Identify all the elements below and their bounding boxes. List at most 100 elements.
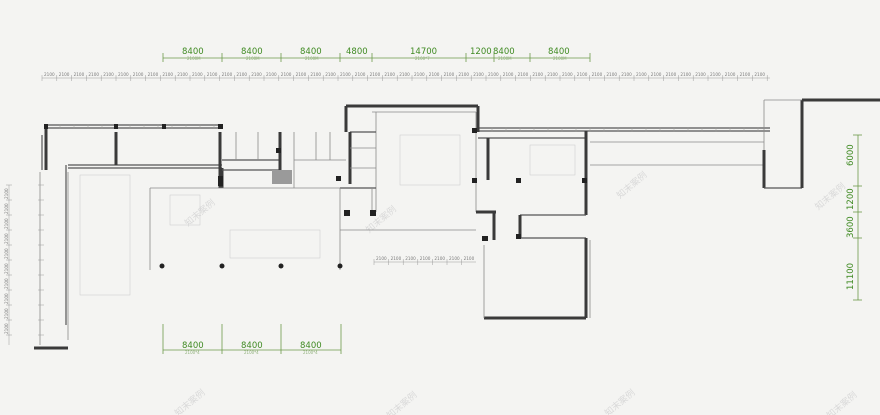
grid-spacing-label: 2100 (251, 72, 262, 77)
grid-spacing-label: 2100 (192, 72, 203, 77)
grid-spacing-label: 2100 (592, 72, 603, 77)
grid-spacing-label: 2100 (740, 72, 751, 77)
dim-sub-label: 2100M (187, 56, 201, 61)
dim-label: 14700 (410, 47, 437, 57)
grid-spacing-label: 2100 (118, 72, 129, 77)
watermark: 知末案例 (813, 180, 848, 212)
dim-sub-label: 2100M (498, 56, 512, 61)
grid-spacing-label: 2100 (177, 72, 188, 77)
grid-spacing-label: 2100 (74, 72, 85, 77)
grid-spacing-label: 2100 (473, 72, 484, 77)
grid-spacing-label: 2100 (577, 72, 588, 77)
dim-sub-label: 2100M (553, 56, 567, 61)
grid-spacing-label: 2100 (162, 72, 173, 77)
grid-spacing-label: 2100 (88, 72, 99, 77)
grid-spacing-label: 2100 (464, 256, 475, 261)
structural-columns (44, 124, 587, 269)
grid-spacing-label: 2100 (621, 72, 632, 77)
watermark: 知末案例 (602, 387, 637, 415)
dim-label: 8400 (182, 341, 204, 351)
watermark: 知末案例 (363, 203, 398, 235)
grid-spacing-label: 2100 (376, 256, 387, 261)
grid-spacing-label: 2100 (133, 72, 144, 77)
dim-sub-label: 2100*4 (303, 350, 318, 355)
grid-spacing-label: 2100 (4, 218, 9, 229)
dim-sub-label: 2100*7 (415, 56, 430, 61)
grid-spacing-label: 2100 (44, 72, 55, 77)
grid-spacing-label: 2100 (355, 72, 366, 77)
grid-spacing-label: 2100 (4, 263, 9, 274)
watermark: 知末案例 (172, 387, 207, 415)
building-walls (34, 98, 880, 350)
grid-spacing-label: 2100 (518, 72, 529, 77)
grid-spacing-label: 2100 (399, 72, 410, 77)
grid-spacing-label: 2100 (414, 72, 425, 77)
grid-spacing-label: 2100 (59, 72, 70, 77)
dim-label: 8400 (241, 47, 263, 57)
grid-spacing-label: 2100 (458, 72, 469, 77)
grid-spacing-label: 2100 (340, 72, 351, 77)
dim-label: 8400 (548, 47, 570, 57)
dim-sub-label: 2100*4 (185, 350, 200, 355)
grid-spacing-label: 2100 (4, 248, 9, 259)
dim-label: 1200 (846, 188, 856, 210)
grid-spacing-label: 2100 (266, 72, 277, 77)
grid-spacing-label: 2100 (695, 72, 706, 77)
grid-spacing-label: 2100 (391, 256, 402, 261)
grid-spacing-label: 2100 (370, 72, 381, 77)
top-dimension-chain: 8400 2100M 8400 2100M 8400 2100M 4800 14… (162, 47, 591, 62)
dim-label: 1200 (470, 47, 492, 57)
grid-spacing-label: 2100 (449, 256, 460, 261)
grid-spacing-label: 2100 (4, 323, 9, 334)
watermark-layer: 知末案例 知末案例 知末案例 知末案例 知末案例 知末案例 知末案例 知末案例 (172, 169, 859, 415)
grid-spacing-label: 2100 (651, 72, 662, 77)
grid-spacing-label: 2100 (4, 278, 9, 289)
grid-spacing-label: 2100 (636, 72, 647, 77)
grid-spacing-label: 2100 (420, 256, 431, 261)
dim-sub-label: 2100M (246, 56, 260, 61)
furniture-layer (79, 134, 576, 296)
grid-spacing-label: 2100 (680, 72, 691, 77)
grid-spacing-label: 2100 (405, 256, 416, 261)
grid-spacing-label: 2100 (4, 188, 9, 199)
dim-label: 8400 (300, 341, 322, 351)
stair-block (272, 170, 292, 184)
grid-spacing-label: 2100 (4, 233, 9, 244)
bottom-dimension-chain: 8400 2100*4 8400 2100*4 8400 2100*4 (162, 324, 342, 355)
grid-spacing-label: 2100 (606, 72, 617, 77)
dim-label: 8400 (182, 47, 204, 57)
grid-spacing-label: 2100 (710, 72, 721, 77)
dim-label: 8400 (300, 47, 322, 57)
grid-spacing-label: 2100 (434, 256, 445, 261)
grid-spacing-label: 2100 (444, 72, 455, 77)
grid-spacing-label: 2100 (532, 72, 543, 77)
watermark: 知末案例 (384, 389, 419, 415)
grid-spacing-label: 2100 (281, 72, 292, 77)
grid-spacing-label: 2100 (503, 72, 514, 77)
grid-spacing-label: 2100 (429, 72, 440, 77)
grid-spacing-label: 2100 (384, 72, 395, 77)
dim-sub-label: 2100*4 (244, 350, 259, 355)
grid-spacing-label: 2100 (4, 308, 9, 319)
grid-spacing-label: 2100 (148, 72, 159, 77)
dim-label: 4800 (346, 47, 368, 57)
grid-spacing-label: 2100 (562, 72, 573, 77)
dim-label: 6000 (846, 144, 856, 166)
dim-label: 3600 (846, 216, 856, 238)
dim-sub-label: 2100M (305, 56, 319, 61)
right-dimension-chain: 6000 1200 3600 11100 (846, 134, 862, 301)
grid-spacing-label: 2100 (207, 72, 218, 77)
dim-label: 8400 (493, 47, 515, 57)
watermark: 知末案例 (824, 389, 859, 415)
grid-spacing-label: 2100 (103, 72, 114, 77)
grid-spacing-label: 2100 (754, 72, 765, 77)
grid-spacing-label: 2100 (310, 72, 321, 77)
grid-spacing-label: 2100 (222, 72, 233, 77)
grid-spacing-label: 2100 (325, 72, 336, 77)
grid-spacing-label: 2100 (725, 72, 736, 77)
grid-spacing-label: 2100 (4, 293, 9, 304)
